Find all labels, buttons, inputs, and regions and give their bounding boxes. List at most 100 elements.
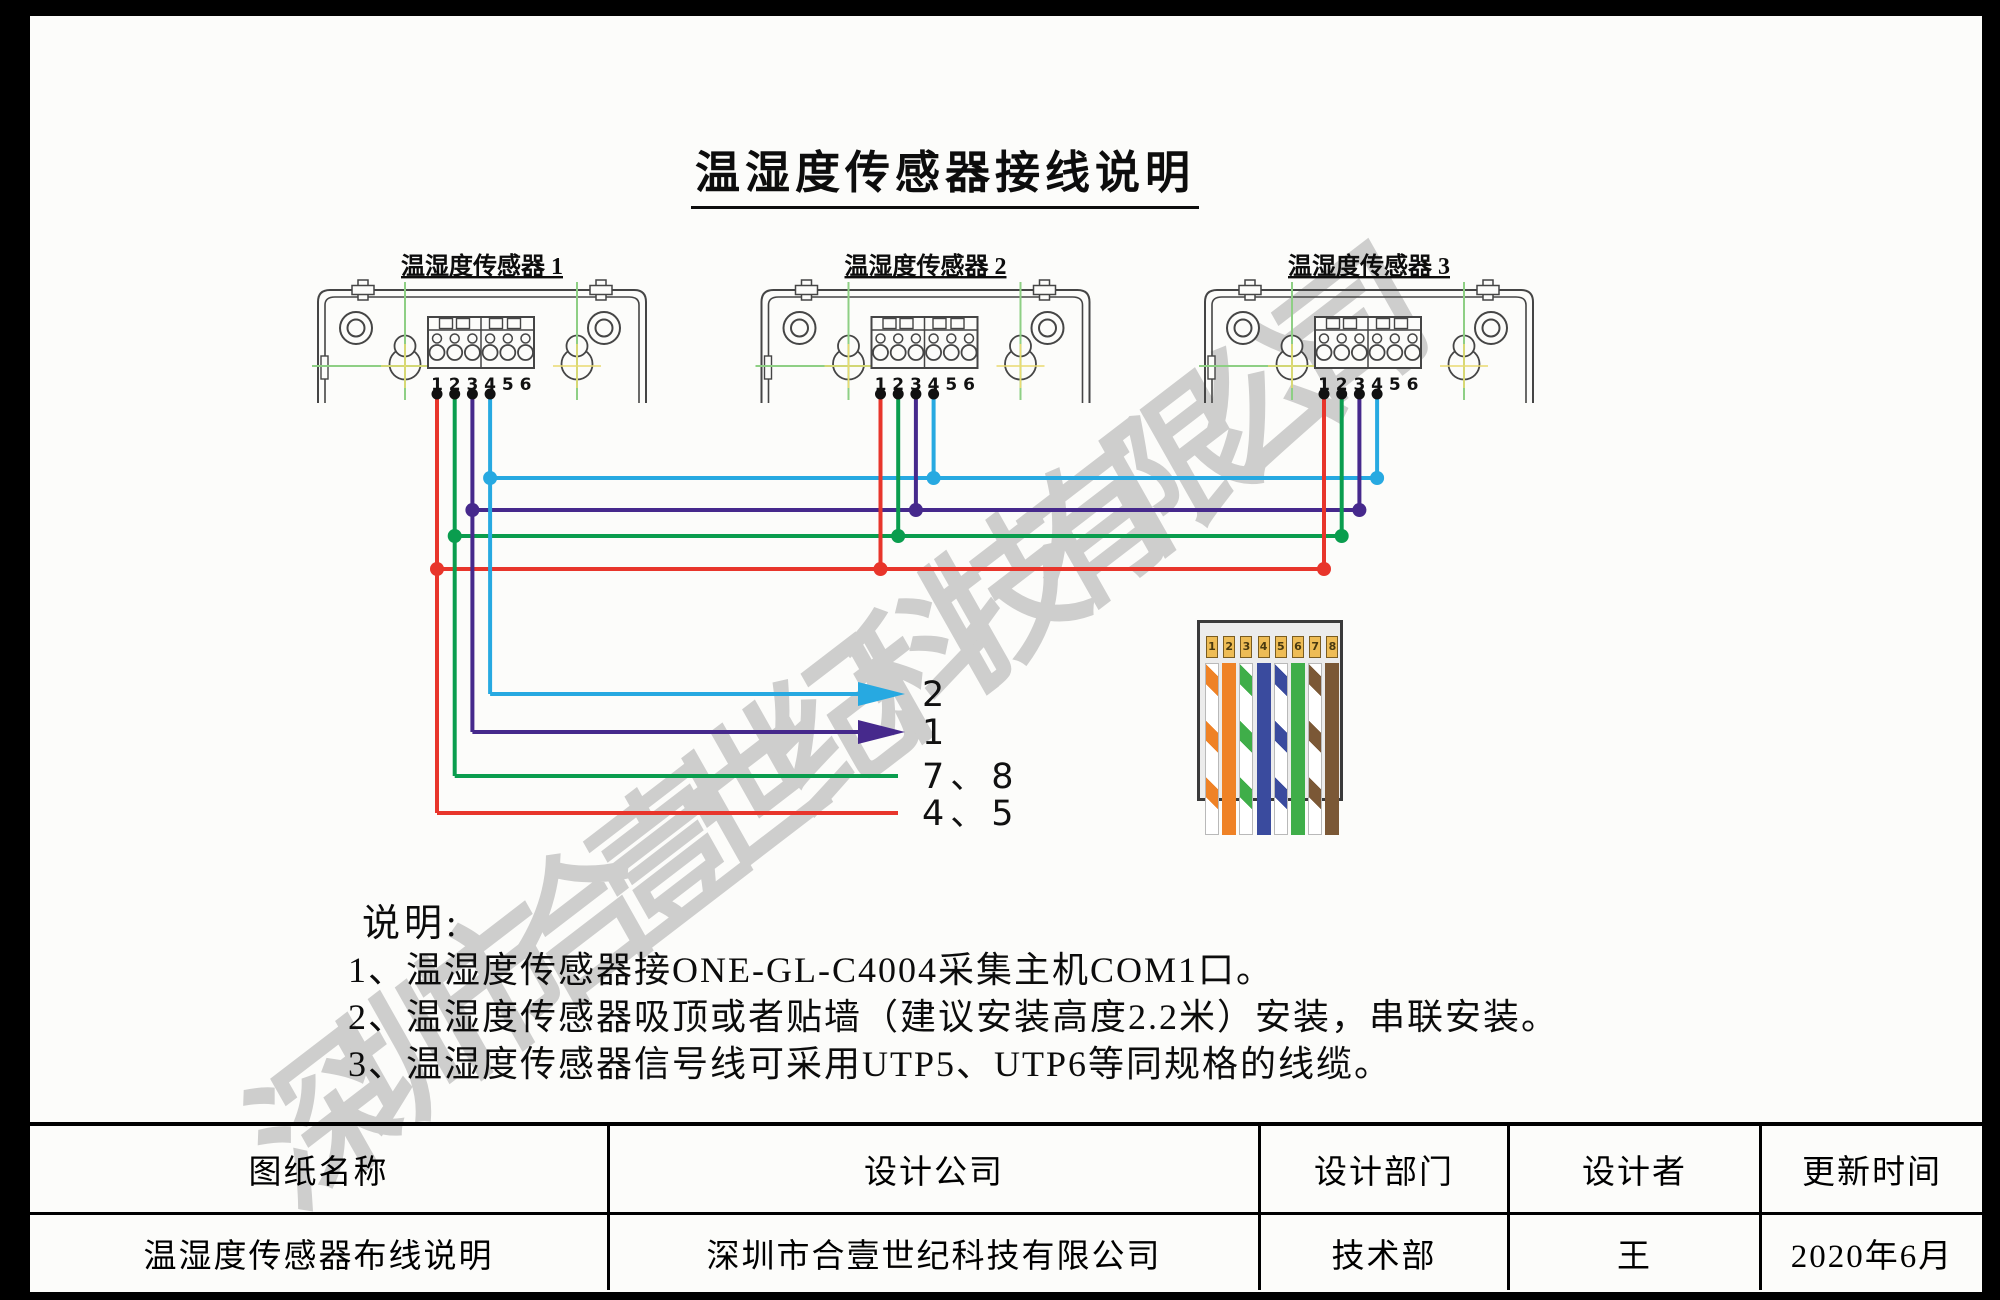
terminal-screw-large — [960, 344, 978, 361]
note-line: 1、温湿度传感器接ONE-GL-C4004采集主机COM1口。 — [348, 950, 1274, 990]
table-value-3: 王 — [1507, 1212, 1759, 1290]
rj45-pin-number-tab: 7 — [1309, 636, 1322, 658]
table-header-0: 图纸名称 — [248, 1155, 389, 1191]
rj45-pin-number-tab: 2 — [1223, 636, 1236, 658]
terminal-dot — [484, 388, 496, 400]
device-label: 温湿度传感器 1 — [401, 252, 563, 280]
terminal-tab — [882, 317, 897, 330]
terminal-tab — [455, 317, 471, 330]
terminal-screw-small — [520, 333, 531, 344]
terminal-screw-large — [872, 344, 889, 361]
table-value-4: 2020年6月 — [1759, 1212, 1982, 1290]
cross-tab-icon — [1032, 284, 1057, 296]
terminal-dot — [1318, 388, 1330, 400]
screw-hole-icon — [1030, 311, 1065, 345]
rj45-pin-number-tab: 1 — [1206, 636, 1218, 658]
screw-hole-icon — [587, 311, 621, 345]
screw-hole-icon — [339, 311, 373, 345]
terminal-screw-small — [431, 333, 443, 344]
terminal-screw-small — [963, 333, 975, 344]
terminal-tab — [488, 317, 504, 330]
terminal-screw-small — [1318, 333, 1330, 344]
terminal-dot — [875, 388, 886, 400]
terminal-number: 3 — [1353, 375, 1365, 395]
terminal-dot — [1371, 388, 1383, 400]
terminal-screw-large — [889, 344, 907, 361]
rj45-wire-4 — [1256, 663, 1271, 835]
terminal-number: 1 — [875, 375, 887, 395]
cross-tab-icon — [1476, 284, 1500, 296]
terminal-screw-large — [481, 344, 499, 361]
terminal-number: 6 — [963, 375, 975, 395]
rj45-pin-number-tab: 6 — [1292, 636, 1304, 658]
table-value-2: 技术部 — [1258, 1212, 1507, 1290]
rj45-wire-5 — [1273, 663, 1288, 835]
info-table: 图纸名称设计公司设计部门设计者更新时间温湿度传感器布线说明深圳市合壹世纪科技有限… — [30, 1122, 1982, 1290]
terminal-screw-small — [484, 333, 496, 344]
terminal-screw-large — [1351, 344, 1368, 361]
terminal-number: 2 — [449, 375, 461, 395]
screw-hole-inner-icon — [346, 318, 366, 338]
side-slot — [1207, 355, 1216, 380]
notes-section: 说明: 1、温湿度传感器接ONE-GL-C4004采集主机COM1口。2、温湿度… — [348, 892, 1559, 1088]
rj45-wire-3 — [1239, 663, 1254, 835]
terminal-screw-large — [1368, 344, 1386, 361]
terminal-tab — [506, 317, 522, 330]
terminal-screw-small — [502, 333, 514, 344]
device-label: 温湿度传感器 3 — [1288, 252, 1450, 280]
screw-hole-inner-icon — [790, 318, 809, 338]
terminal-screw-large — [1315, 344, 1333, 361]
notes-heading: 说明: — [362, 903, 461, 945]
screw-hole-inner-icon — [1233, 318, 1253, 338]
terminal-tab — [1342, 317, 1358, 330]
terminal-screw-small — [875, 333, 886, 344]
terminal-screw-small — [910, 333, 922, 344]
terminal-screw-small — [449, 333, 460, 344]
table-value-0: 温湿度传感器布线说明 — [30, 1212, 607, 1290]
terminal-screw-large — [517, 344, 534, 361]
terminal-tab — [950, 317, 965, 330]
terminal-dot — [928, 388, 940, 400]
rj45-wire-8 — [1325, 663, 1340, 835]
terminal-screw-small — [1371, 333, 1383, 344]
screw-hole-icon — [782, 311, 817, 345]
terminal-dot — [1336, 388, 1348, 400]
rj45-pin-assignment-label: 2 — [922, 675, 950, 715]
terminal-dot — [431, 388, 443, 400]
arrowhead-icon — [858, 682, 905, 706]
cross-tab-icon — [351, 284, 375, 296]
terminal-tab — [899, 317, 914, 330]
device-outline — [760, 289, 1091, 403]
terminal-number: 1 — [1318, 375, 1330, 395]
table-header-2: 设计部门 — [1258, 1126, 1507, 1212]
terminal-dot — [892, 388, 904, 400]
device-outline — [1204, 289, 1534, 403]
screw-hole-inner-icon — [594, 318, 614, 338]
rj45-wire-2 — [1222, 663, 1237, 835]
terminal-tab — [1325, 317, 1341, 330]
rj45-wire-7 — [1308, 663, 1323, 835]
terminal-dot — [910, 388, 922, 400]
table-header-4: 更新时间 — [1759, 1126, 1982, 1212]
terminal-screw-small — [946, 333, 957, 344]
screw-hole-icon — [1474, 311, 1508, 345]
terminal-tab — [932, 317, 947, 330]
cross-tab-icon — [589, 284, 613, 296]
terminal-dot — [1353, 388, 1365, 400]
device-inner-outline — [767, 296, 1084, 403]
table-header-1: 设计公司 — [607, 1126, 1258, 1212]
side-slot — [320, 355, 329, 380]
note-line: 3、温湿度传感器信号线可采用UTP5、UTP6等同规格的线缆。 — [348, 1044, 1393, 1084]
terminal-screw-large — [1386, 344, 1404, 361]
rj45-pin-number-tab: 8 — [1326, 636, 1339, 658]
terminal-number: 5 — [945, 375, 957, 395]
terminal-screw-small — [1407, 333, 1418, 344]
terminal-screw-small — [928, 333, 939, 344]
device-inner-outline — [324, 296, 640, 403]
